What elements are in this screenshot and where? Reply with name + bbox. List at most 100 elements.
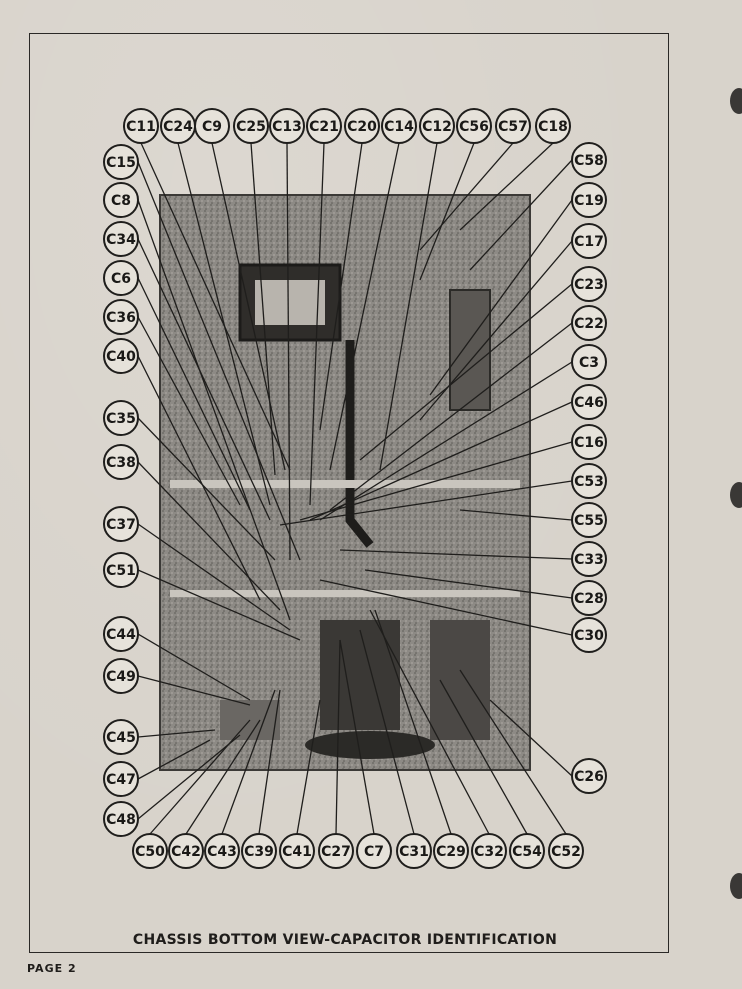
leader-line: [137, 461, 281, 611]
capacitor-label: C49: [103, 658, 139, 694]
leader-line: [258, 689, 281, 835]
capacitor-id: C45: [106, 730, 136, 746]
leader-line: [319, 579, 573, 636]
capacitor-id: C22: [574, 316, 604, 332]
capacitor-label: C30: [571, 617, 607, 653]
chassis-photo: [159, 194, 531, 771]
bottom-fixture: [305, 731, 435, 759]
capacitor-id: C9: [202, 119, 222, 135]
leader-line: [329, 142, 400, 471]
capacitor-id: C8: [111, 193, 131, 209]
binder-hole: [730, 482, 742, 508]
binder-hole: [730, 88, 742, 114]
leader-line: [137, 417, 276, 561]
capacitor-label: C51: [103, 552, 139, 588]
label-bubble: [132, 833, 168, 869]
leader-line: [279, 480, 573, 526]
capacitor-label: C11: [123, 108, 159, 144]
capacitor-id: C55: [574, 513, 604, 529]
leader-line: [429, 199, 573, 396]
leader-line: [137, 355, 261, 601]
capacitor-label: C18: [535, 108, 571, 144]
leader-line: [319, 361, 573, 521]
capacitor-label: C58: [571, 142, 607, 178]
label-bubble: [103, 182, 139, 218]
capacitor-id: C54: [512, 844, 542, 860]
binder-hole: [730, 873, 742, 899]
leader-line: [369, 609, 490, 835]
figure-caption: CHASSIS BOTTOM VIEW-CAPACITOR IDENTIFICA…: [132, 932, 558, 948]
leader-line: [319, 142, 363, 431]
capacitor-label: C8: [103, 182, 139, 218]
leader-line: [286, 142, 291, 561]
transformer-window: [255, 280, 325, 325]
leader-line: [459, 509, 573, 521]
capacitor-label: C20: [344, 108, 380, 144]
label-bubble: [103, 299, 139, 335]
leader-line: [335, 639, 341, 835]
label-bubble: [535, 108, 571, 144]
capacitor-label: C26: [571, 758, 607, 794]
capacitor-label: C53: [571, 463, 607, 499]
capacitor-id: C19: [574, 193, 604, 209]
capacitor-label: C55: [571, 502, 607, 538]
label-bubble: [571, 305, 607, 341]
capacitor-label: C42: [168, 833, 204, 869]
capacitor-id: C58: [574, 153, 604, 169]
capacitor-label: C56: [456, 108, 492, 144]
capacitor-label: C46: [571, 384, 607, 420]
capacitor-id: C36: [106, 310, 136, 326]
capacitor-label: C15: [103, 144, 139, 180]
label-bubble: [233, 108, 269, 144]
leader-line: [137, 739, 211, 780]
label-bubble: [571, 344, 607, 380]
capacitor-id: C21: [309, 119, 339, 135]
leader-line: [137, 729, 216, 738]
label-bubble: [103, 616, 139, 652]
leader-line: [379, 142, 438, 471]
capacitor-id: C30: [574, 628, 604, 644]
capacitor-id: C40: [106, 349, 136, 365]
capacitor-label: C23: [571, 266, 607, 302]
leader-line: [339, 639, 375, 835]
capacitor-label: C14: [381, 108, 417, 144]
capacitor-id: C6: [111, 271, 131, 287]
capacitor-label: C54: [509, 833, 545, 869]
capacitor-id: C34: [106, 232, 136, 248]
capacitor-label: C9: [194, 108, 230, 144]
leader-line: [299, 441, 573, 521]
label-bubble: [279, 833, 315, 869]
capacitor-label: C45: [103, 719, 139, 755]
capacitor-label: C37: [103, 506, 139, 542]
capacitor-id: C43: [207, 844, 237, 860]
leader-line: [309, 142, 325, 506]
label-bubble: [103, 221, 139, 257]
capacitor-label: C36: [103, 299, 139, 335]
label-bubble: [548, 833, 584, 869]
capacitor-id: C3: [579, 355, 599, 371]
leader-line: [185, 719, 261, 835]
capacitor-label: C24: [160, 108, 196, 144]
leader-line: [140, 142, 291, 471]
capacitor-id: C28: [574, 591, 604, 607]
label-bubble: [571, 266, 607, 302]
capacitor-label: C19: [571, 182, 607, 218]
leader-line: [469, 159, 573, 271]
capacitor-label: C35: [103, 400, 139, 436]
capacitor-label: C6: [103, 260, 139, 296]
capacitor-id: C25: [236, 119, 266, 135]
label-bubble: [103, 338, 139, 374]
capacitor-id: C47: [106, 772, 136, 788]
capacitor-label: C32: [471, 833, 507, 869]
capacitor-label: C16: [571, 424, 607, 460]
capacitor-label: C39: [241, 833, 277, 869]
page-number: PAGE 2: [27, 962, 77, 975]
leader-line: [137, 161, 301, 561]
capacitor-id: C7: [364, 844, 384, 860]
capacitor-label: C34: [103, 221, 139, 257]
label-bubble: [318, 833, 354, 869]
label-bubble: [571, 384, 607, 420]
capacitor-id: C57: [498, 119, 528, 135]
tube-socket-area: [320, 620, 400, 730]
